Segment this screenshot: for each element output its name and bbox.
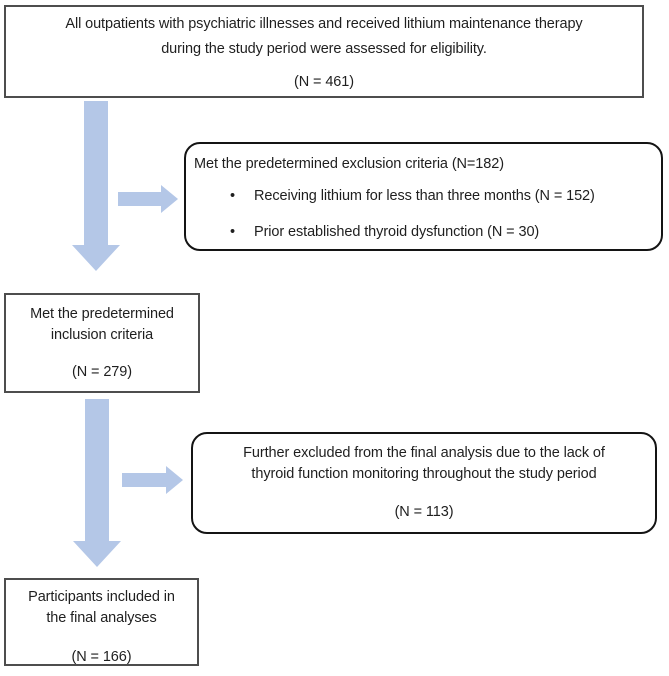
right-arrow-1 xyxy=(118,185,178,213)
further-excluded-line2: thyroid function monitoring throughout t… xyxy=(251,466,597,482)
down-arrow-1 xyxy=(72,101,120,271)
final-analyses-box: Participants included in the final analy… xyxy=(4,578,199,666)
exclusion-bullet-item: • Receiving lithium for less than three … xyxy=(194,186,653,207)
exclusion-bullet1-text: Receiving lithium for less than three mo… xyxy=(254,188,595,204)
exclusion-bullet-item: • Prior established thyroid dysfunction … xyxy=(194,222,653,243)
eligibility-line1: All outpatients with psychiatric illness… xyxy=(65,16,583,32)
final-line2: the final analyses xyxy=(46,610,157,626)
inclusion-line2: inclusion criteria xyxy=(50,327,154,343)
right-arrow-2 xyxy=(122,466,183,494)
inclusion-box: Met the predetermined inclusion criteria… xyxy=(4,293,200,393)
eligibility-line2: during the study period were assessed fo… xyxy=(161,41,487,57)
exclusion-header: Met the predetermined exclusion criteria… xyxy=(194,156,504,172)
final-line1: Participants included in xyxy=(28,589,175,605)
down-arrow-2 xyxy=(73,399,121,567)
eligibility-count: (N = 461) xyxy=(294,74,354,90)
exclusion-bullet2-text: Prior established thyroid dysfunction (N… xyxy=(254,224,540,240)
further-excluded-line1: Further excluded from the final analysis… xyxy=(243,445,605,461)
further-excluded-box: Further excluded from the final analysis… xyxy=(191,432,657,534)
final-count: (N = 166) xyxy=(71,649,132,665)
inclusion-line1: Met the predetermined xyxy=(30,306,174,322)
bullet-icon: • xyxy=(230,188,235,204)
exclusion-box: Met the predetermined exclusion criteria… xyxy=(184,142,663,251)
eligibility-box: All outpatients with psychiatric illness… xyxy=(4,5,644,98)
inclusion-count: (N = 279) xyxy=(72,364,132,380)
further-excluded-count: (N = 113) xyxy=(394,504,454,520)
bullet-icon: • xyxy=(230,224,235,240)
